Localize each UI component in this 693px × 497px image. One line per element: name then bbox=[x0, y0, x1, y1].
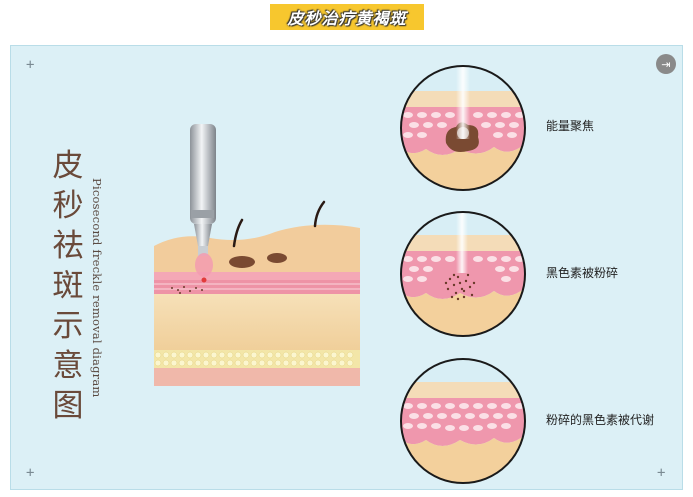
hair bbox=[313, 200, 326, 228]
banner-title: 皮秒治疗黄褐斑 bbox=[287, 9, 407, 28]
hair bbox=[232, 218, 244, 248]
stage-melanin-shattered-illustration bbox=[400, 211, 526, 337]
title-char: 秒 bbox=[52, 188, 84, 224]
shattered-melanin bbox=[444, 273, 476, 301]
pink-band bbox=[154, 272, 360, 280]
stage-label-energy-focus: 能量聚焦 bbox=[546, 119, 595, 133]
title-char: 意 bbox=[52, 348, 84, 384]
fat-layer bbox=[154, 350, 360, 368]
dermis-layer bbox=[154, 294, 360, 350]
title-char: 斑 bbox=[52, 268, 84, 304]
exit-icon[interactable]: ⇥ bbox=[656, 54, 676, 74]
title-char: 祛 bbox=[52, 228, 84, 264]
corner-plus-icon: + bbox=[26, 465, 35, 481]
skin-cross-section-diagram bbox=[154, 124, 360, 386]
stage-label-melanin-metabolized: 粉碎的黑色素被代谢 bbox=[546, 413, 655, 427]
laser-handpiece bbox=[190, 124, 216, 224]
stage-label-melanin-shattered: 黑色素被粉碎 bbox=[546, 266, 619, 280]
english-title: Picosecond freckle removal diagram bbox=[90, 178, 104, 398]
corner-plus-icon: + bbox=[26, 57, 35, 73]
title-char: 图 bbox=[52, 388, 84, 424]
epidermis-layer bbox=[154, 224, 360, 272]
laser-spot bbox=[195, 253, 213, 277]
corner-plus-icon: + bbox=[657, 465, 666, 481]
stage-energy-focus-illustration bbox=[400, 65, 526, 191]
title-char: 皮 bbox=[52, 148, 84, 184]
title-char: 示 bbox=[52, 308, 84, 344]
bottom-layer bbox=[154, 368, 360, 386]
pigment-spot bbox=[267, 253, 287, 263]
chinese-title: 皮 秒 祛 斑 示 意 图 bbox=[50, 146, 86, 426]
melanin-dots bbox=[171, 286, 203, 294]
title-banner: 皮秒治疗黄褐斑 bbox=[270, 4, 424, 30]
fat-beads bbox=[154, 351, 354, 367]
stage-melanin-metabolized-illustration bbox=[400, 358, 526, 484]
pigment-spot bbox=[229, 256, 255, 268]
